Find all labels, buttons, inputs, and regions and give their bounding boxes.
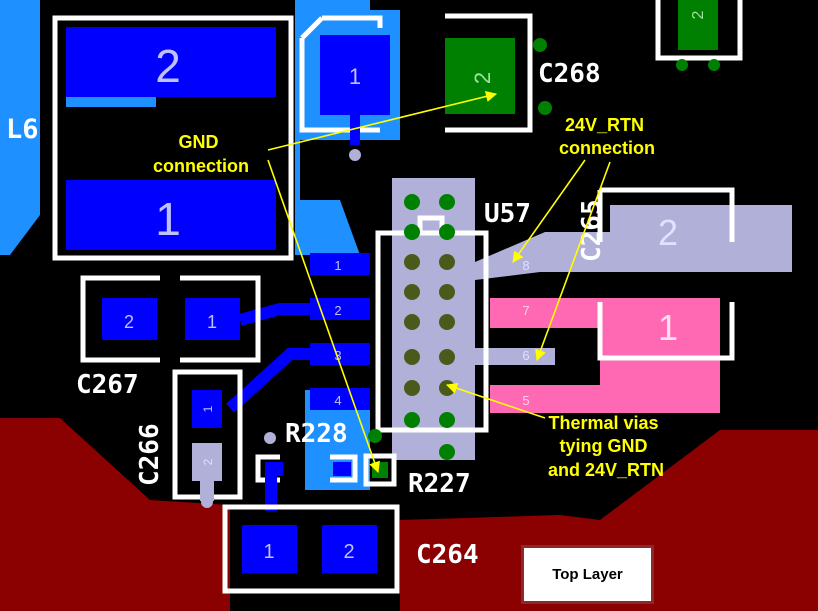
l6-pad-1 — [66, 180, 276, 250]
via — [349, 149, 361, 161]
u57-pin-5-label: 5 — [522, 393, 529, 408]
r227-pad — [372, 462, 388, 478]
gnd-plane — [0, 0, 40, 255]
via — [538, 101, 552, 115]
c266-designator: C266 — [135, 423, 165, 486]
top-cap-pad-1 — [320, 35, 390, 115]
vias-annotation: Thermal vias tying GND and 24V_RTN — [548, 413, 664, 480]
top-cap-chamfer — [300, 16, 324, 40]
c268-outline — [445, 13, 533, 133]
u57-pin-2-label: 2 — [334, 303, 341, 318]
u57-pin-8-label: 8 — [522, 258, 529, 273]
c268-pad-2 — [445, 38, 515, 114]
r228-designator: R228 — [285, 419, 348, 449]
l6-pad-2 — [66, 27, 276, 97]
dark-red-pour-right — [400, 430, 818, 611]
r228-trace — [265, 476, 277, 511]
thermal-vias — [368, 194, 455, 460]
u57-pin-6-label: 6 — [522, 348, 529, 363]
l6-pad-2-ext — [66, 97, 156, 107]
c264-pad-2-number: 2 — [343, 541, 354, 563]
u57-pin-4-label: 4 — [334, 393, 341, 408]
c268-designator: C268 — [538, 59, 601, 89]
l6-pad-1-number: 1 — [155, 193, 181, 245]
u57-pin — [310, 298, 370, 320]
top-cap-trace — [350, 115, 360, 145]
u57-pin-1-label: 1 — [334, 258, 341, 273]
c267-pad-2 — [102, 298, 157, 340]
gnd-annotation: GND connection — [153, 132, 249, 176]
c267-pad-1-number: 1 — [207, 312, 217, 332]
trace — [238, 303, 310, 326]
c266-pad-1 — [192, 390, 222, 428]
r227-designator: R227 — [408, 469, 471, 499]
c265-pad-2-number: 2 — [658, 212, 678, 253]
u57-pin-3-label: 3 — [334, 348, 341, 363]
r228-pad-b — [333, 462, 351, 476]
corner-pad-2 — [678, 0, 718, 50]
u57-outline — [375, 230, 489, 433]
annotation-arrows — [267, 90, 611, 474]
c267-pad-2-number: 2 — [124, 312, 134, 332]
u57-designator: U57 — [484, 199, 531, 229]
gnd-annotation-line-1: GND — [178, 132, 218, 152]
c265-outline — [597, 187, 735, 361]
top-cap-pad-1-number: 1 — [349, 64, 361, 89]
via — [201, 496, 213, 508]
vias-annotation-line-2: tying GND — [559, 436, 647, 456]
l6-outline — [52, 15, 294, 261]
c267-outline — [80, 275, 261, 363]
rtn-annotation-line-1: 24V_RTN — [565, 115, 644, 135]
layer-legend: Top Layer — [521, 545, 654, 604]
c268-pad-2-number: 2 — [470, 72, 495, 84]
c264-designator: C264 — [416, 540, 479, 570]
c264-pad-2 — [322, 525, 377, 573]
c267-designator: C267 — [76, 370, 139, 400]
r227-outline — [363, 453, 397, 487]
rtn-annotation-line-2: connection — [559, 138, 655, 158]
c264-pad-1-number: 1 — [263, 541, 274, 563]
via — [264, 432, 276, 444]
c265-pad-1-number: 1 — [658, 307, 678, 348]
gnd-annotation-line-2: connection — [153, 156, 249, 176]
c266-pad-2 — [192, 443, 222, 481]
rtn-annotation: 24V_RTN connection — [559, 115, 655, 158]
via — [676, 59, 688, 71]
dark-red-pour — [0, 418, 230, 611]
u57-pin — [310, 343, 370, 365]
r228-pad-a — [265, 462, 283, 476]
l6-pad-2-number: 2 — [155, 40, 181, 92]
vias-annotation-line-3: and 24V_RTN — [548, 460, 664, 480]
u57-notch — [417, 215, 445, 233]
u57-pin-7-label: 7 — [522, 303, 529, 318]
rtn-plane — [392, 178, 792, 460]
c266-pad-2-number: 2 — [201, 458, 215, 465]
c267-pad-1 — [185, 298, 240, 340]
l6-designator: L6 — [6, 114, 39, 145]
vias-annotation-line-1: Thermal vias — [548, 413, 658, 433]
via — [708, 59, 720, 71]
c266-trace — [200, 481, 214, 501]
u57-pin — [310, 253, 370, 275]
c264-outline — [222, 504, 400, 594]
via — [533, 38, 547, 52]
c264-pad-1 — [242, 525, 297, 573]
c266-pad-1-number: 1 — [201, 405, 215, 412]
corner-outline — [655, 0, 743, 61]
corner-pad-2-number: 2 — [690, 10, 707, 19]
